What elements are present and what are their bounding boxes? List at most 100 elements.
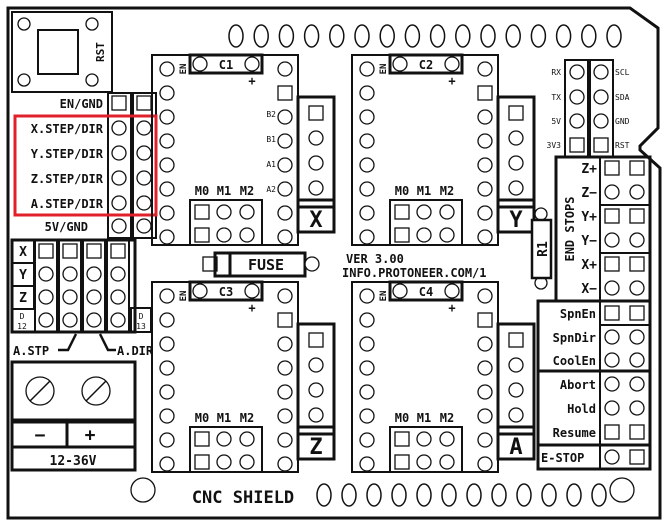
pin-round <box>277 408 293 424</box>
i2c-label: SDA <box>615 93 630 102</box>
mount-hole <box>17 17 31 31</box>
m0-label: M0 <box>395 184 409 198</box>
pin-round <box>359 312 375 328</box>
cap-pin <box>244 56 260 72</box>
header-pin-top <box>606 24 622 48</box>
m2-label: M2 <box>440 184 454 198</box>
d13-label: D <box>139 312 144 321</box>
board-outline <box>6 6 662 520</box>
pin-column <box>34 239 58 333</box>
cap-pin <box>444 283 460 299</box>
pin-round <box>604 184 620 200</box>
mount-hole <box>85 17 99 31</box>
header-pin-bottom <box>341 483 357 507</box>
endstop-label: Z− <box>581 186 597 201</box>
pin-round <box>477 133 493 149</box>
pin-round <box>277 288 293 304</box>
i2c-label: GND <box>615 117 630 126</box>
pin-round <box>508 407 524 423</box>
motor-connector <box>296 95 336 209</box>
pin-round <box>629 280 645 296</box>
pin-square <box>629 160 645 176</box>
pin-round <box>136 218 152 234</box>
serial-label: 3V3 <box>547 141 562 150</box>
pin-square <box>86 243 102 259</box>
coil-label: B1 <box>266 135 276 144</box>
header-pin-top <box>480 24 496 48</box>
pin-round <box>239 454 255 470</box>
pin-round <box>629 329 645 345</box>
pin-round <box>277 133 293 149</box>
pin-round <box>477 432 493 448</box>
pin-round <box>62 266 78 282</box>
pin-round <box>604 400 620 416</box>
pin-square <box>569 137 585 153</box>
pin-round <box>159 85 175 101</box>
pin-column <box>82 239 106 333</box>
pin-round <box>277 109 293 125</box>
pin-round <box>359 85 375 101</box>
pin-square <box>604 208 620 224</box>
header-pin-top <box>278 24 295 48</box>
pin-round <box>308 180 324 196</box>
plus-mark: + <box>248 301 255 315</box>
pin-round <box>239 204 255 220</box>
5v-gnd-label: 5V/GND <box>45 220 88 234</box>
enable-label: EN <box>379 64 389 75</box>
pin-round <box>629 352 645 368</box>
microstep-jumper-block <box>189 199 263 246</box>
header-pin-top <box>354 24 370 48</box>
a-stp-label: A.STP <box>13 344 49 358</box>
pin-round <box>308 130 324 146</box>
board-title: CNC SHIELD <box>192 488 294 508</box>
header-pin-bottom <box>441 483 457 507</box>
voltage-label: 12-36V <box>50 454 97 469</box>
m2-label: M2 <box>240 184 254 198</box>
reset-button[interactable] <box>37 29 79 75</box>
pin-round <box>416 431 432 447</box>
pin-square <box>194 431 210 447</box>
pin-round <box>477 229 493 245</box>
microstep-jumper-block <box>189 426 263 473</box>
pin-round <box>159 312 175 328</box>
capacitor-label: C1 <box>219 58 233 72</box>
pin-round <box>439 454 455 470</box>
version-label: VER 3.00 <box>346 252 404 266</box>
cap-pin <box>192 283 208 299</box>
pin-column <box>106 239 130 333</box>
pin-round <box>359 432 375 448</box>
pin-round <box>359 456 375 472</box>
header-pin-bottom <box>316 483 332 507</box>
pin-round <box>277 229 293 245</box>
pin-round <box>359 229 375 245</box>
pin-round <box>477 109 493 125</box>
pin-round <box>359 336 375 352</box>
pin-round <box>477 288 493 304</box>
pin-round <box>159 336 175 352</box>
control-label: E-STOP <box>541 451 584 465</box>
fuse-label: FUSE <box>248 256 284 274</box>
pin-round <box>277 384 293 400</box>
pin-round <box>277 181 293 197</box>
pin-square <box>477 312 493 328</box>
plus-mark: + <box>248 74 255 88</box>
pin-square <box>508 105 524 121</box>
plus-cell <box>65 420 137 449</box>
pin-square <box>136 95 152 111</box>
pin-round <box>359 181 375 197</box>
pin-round <box>359 133 375 149</box>
pin-square <box>62 243 78 259</box>
enable-label: EN <box>179 291 189 302</box>
pin-square <box>194 204 210 220</box>
pin-round <box>359 205 375 221</box>
capacitor-label: C4 <box>419 285 433 299</box>
m1-label: M1 <box>417 411 431 425</box>
pin-square <box>277 312 293 328</box>
pin-round <box>359 408 375 424</box>
axis-letter: Z <box>309 435 322 460</box>
capacitor-label: C2 <box>419 58 433 72</box>
pin-round <box>159 109 175 125</box>
header-pin-bottom <box>541 483 557 507</box>
pin-square <box>394 431 410 447</box>
